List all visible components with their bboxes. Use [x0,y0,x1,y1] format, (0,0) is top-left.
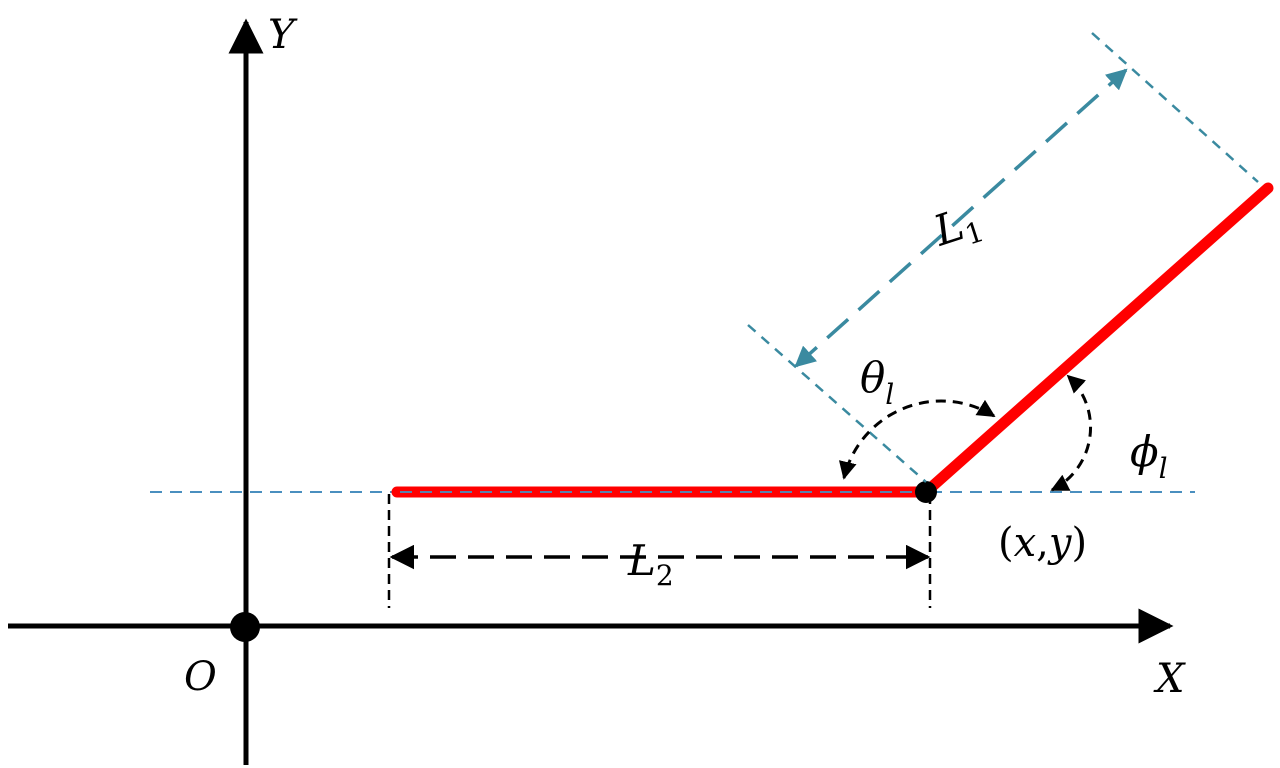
l2-label: L2 [627,536,674,592]
point-coordinates-label: (x,y) [998,520,1087,566]
phi-label: ϕl [1130,427,1168,485]
joint-dot [915,481,937,503]
l1-guide-far [1091,32,1259,183]
theta-label: θl [860,353,894,411]
y-axis-label: Y [268,12,298,58]
origin-label: O [184,654,217,700]
x-axis-label: X [1153,656,1186,702]
l1-label: L1 [927,195,988,261]
origin-dot [230,612,260,642]
l1-guide-near [747,324,927,483]
l1-dimension-line [794,68,1128,368]
phi-arc [1050,374,1092,492]
theta-arc [838,399,996,480]
svg-text:L1: L1 [927,195,988,261]
